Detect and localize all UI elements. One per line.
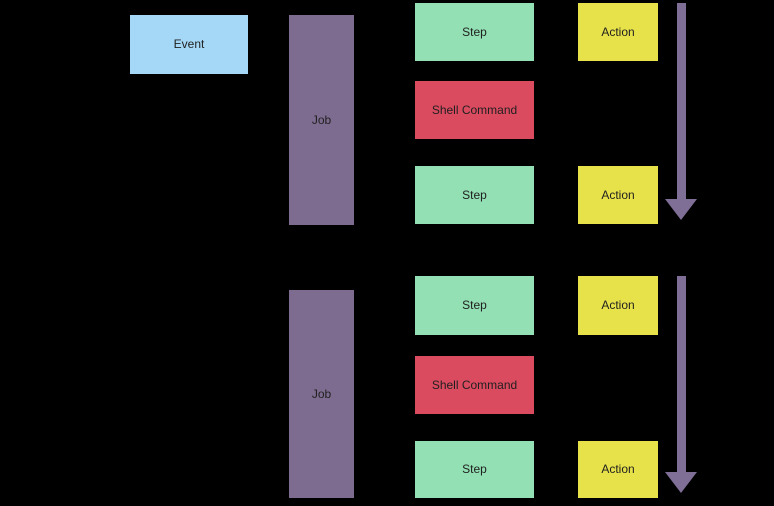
flow-arrow-down-icon [665, 276, 697, 493]
flow-arrow-down-icon [665, 3, 697, 220]
step-node: Step [415, 276, 534, 335]
arrow-head [665, 472, 697, 493]
arrow-shaft [677, 276, 686, 472]
action-node: Action [578, 166, 658, 224]
arrow-head [665, 199, 697, 220]
step-node: Step [415, 166, 534, 224]
action-node: Action [578, 276, 658, 335]
job-node: Job [289, 290, 354, 498]
step-node: Step [415, 441, 534, 498]
shell-command-node: Shell Command [415, 81, 534, 139]
job-node: Job [289, 15, 354, 225]
event-node: Event [130, 15, 248, 74]
step-node: Step [415, 3, 534, 61]
shell-command-node: Shell Command [415, 356, 534, 414]
action-node: Action [578, 441, 658, 498]
action-node: Action [578, 3, 658, 61]
arrow-shaft [677, 3, 686, 199]
